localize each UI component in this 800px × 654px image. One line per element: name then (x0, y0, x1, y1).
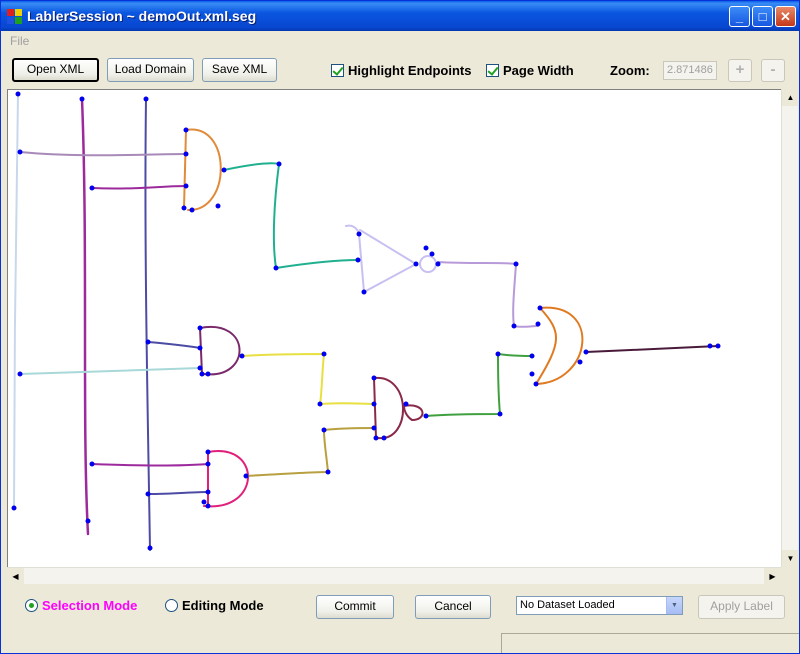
dataset-select-value: No Dataset Loaded (520, 599, 615, 611)
apply-label-button[interactable]: Apply Label (698, 595, 785, 619)
stroke-input-line-3 (144, 98, 151, 551)
commit-button[interactable]: Commit (316, 595, 394, 619)
open-xml-button[interactable]: Open XML (12, 58, 99, 82)
close-button[interactable]: ✕ (775, 6, 796, 27)
window-title: LablerSession ~ demoOut.xml.seg (27, 8, 257, 24)
stroke-wire-k (425, 353, 533, 417)
selection-mode-radio[interactable] (25, 599, 38, 612)
menu-file[interactable]: File (10, 34, 30, 48)
stroke-wire-i (147, 491, 209, 495)
save-xml-button[interactable]: Save XML (202, 58, 277, 82)
horizontal-scrollbar[interactable]: ◀ ▶ (7, 567, 781, 585)
minus-icon: - (770, 61, 776, 78)
title-bar[interactable]: LablerSession ~ demoOut.xml.seg _ □ ✕ (1, 1, 799, 31)
stroke-wire-h (91, 463, 209, 467)
app-icon (7, 9, 22, 24)
stroke-wire-d (437, 261, 539, 328)
maximize-button[interactable]: □ (752, 6, 773, 27)
zoom-label: Zoom: (610, 63, 650, 78)
zoom-in-button[interactable]: + (728, 59, 752, 82)
stroke-output-wire (585, 345, 719, 353)
vertical-scrollbar[interactable]: ▲ ▼ (781, 89, 799, 567)
stroke-input-line-1 (13, 93, 19, 509)
chevron-down-icon[interactable]: ▼ (666, 597, 682, 614)
zoom-input[interactable]: 2.871486 (663, 61, 717, 80)
stroke-wire-a (19, 151, 187, 157)
stroke-not-bubble (419, 255, 437, 273)
stroke-wire-f (19, 367, 201, 375)
scroll-right-icon[interactable]: ▶ (764, 568, 781, 585)
editing-mode-label[interactable]: Editing Mode (182, 598, 264, 613)
stroke-wire-j (245, 427, 375, 477)
page-width-checkbox[interactable] (486, 64, 499, 77)
stroke-nand-gate (373, 376, 404, 440)
stroke-or-gate (535, 306, 584, 385)
highlight-endpoints-label[interactable]: Highlight Endpoints (348, 63, 472, 78)
stroke-and-gate-2 (199, 325, 241, 376)
stroke-input-line-2 (80, 97, 90, 536)
maximize-icon: □ (758, 9, 767, 24)
scroll-down-icon[interactable]: ▼ (782, 550, 799, 567)
sketch-canvas[interactable] (7, 89, 781, 567)
status-bar (501, 633, 799, 653)
endpoint-markers (11, 91, 721, 551)
scroll-left-icon[interactable]: ◀ (7, 568, 24, 585)
minimize-icon: _ (735, 9, 744, 24)
stroke-wire-b (91, 185, 187, 190)
zoom-out-button[interactable]: - (761, 59, 785, 82)
load-domain-button[interactable]: Load Domain (107, 58, 194, 82)
minimize-button[interactable]: _ (729, 6, 750, 27)
stroke-nand-bubble (403, 404, 424, 421)
close-icon: ✕ (780, 9, 791, 24)
stroke-wire-c (223, 162, 359, 269)
stroke-not-gate (345, 224, 417, 293)
dataset-select[interactable]: No Dataset Loaded ▼ (516, 596, 683, 615)
highlight-endpoints-checkbox[interactable] (331, 64, 344, 77)
stroke-and-gate-1 (183, 128, 222, 212)
selection-mode-label[interactable]: Selection Mode (42, 598, 138, 613)
scroll-corner (781, 567, 798, 584)
page-width-label[interactable]: Page Width (503, 63, 574, 78)
sketch-drawing[interactable] (8, 90, 781, 567)
stroke-and-gate-3 (203, 450, 249, 508)
plus-icon: + (735, 61, 745, 78)
scroll-up-icon[interactable]: ▲ (782, 89, 799, 106)
stroke-wire-g (241, 353, 375, 405)
stroke-wire-e (147, 341, 201, 349)
editing-mode-radio[interactable] (165, 599, 178, 612)
cancel-button[interactable]: Cancel (415, 595, 491, 619)
menu-bar: File (1, 31, 799, 51)
